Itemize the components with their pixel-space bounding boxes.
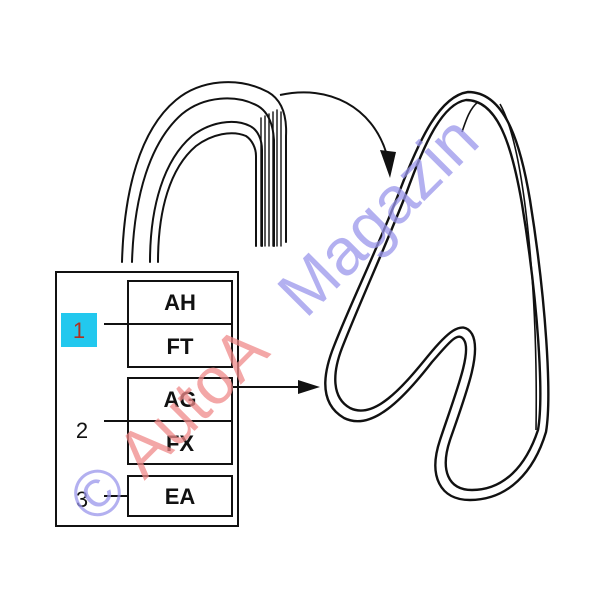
callout-2-number: 2	[76, 418, 88, 443]
code-table: 1 AH FT 2 AG FX 3 EA	[55, 271, 239, 527]
callout-1-number: 1	[73, 318, 85, 343]
serpentine-belt	[324, 90, 550, 502]
callout-3-number: 3	[76, 487, 88, 512]
curved-arrow	[279, 91, 396, 178]
code-ah: AH	[164, 290, 196, 315]
watermark-brand-suffix: Magazin	[263, 101, 492, 330]
code-fx: FX	[166, 431, 194, 456]
callout-1-highlight	[61, 313, 97, 347]
code-ag: AG	[164, 387, 197, 412]
code-ft: FT	[167, 334, 194, 359]
belt-cross-section	[121, 81, 288, 263]
code-box-3	[127, 475, 233, 517]
code-ea: EA	[165, 484, 196, 509]
pointer-arrow	[232, 380, 320, 394]
